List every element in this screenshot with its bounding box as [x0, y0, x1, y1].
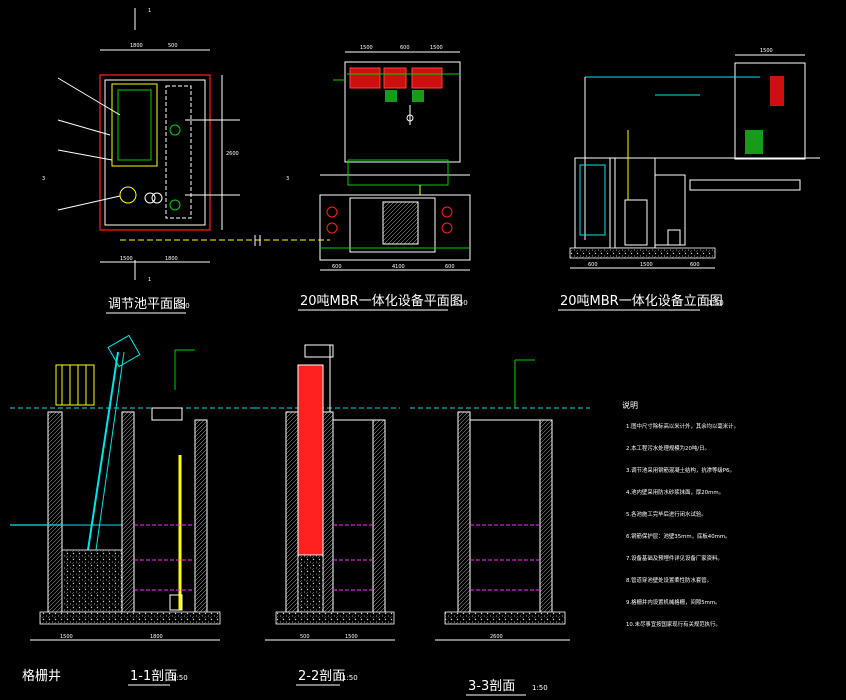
- note-line-8: 8.管道穿池壁处设置柔性防水套管。: [626, 576, 712, 584]
- plan-dim-right: 2600: [226, 151, 239, 157]
- sec22-dim-2: 1500: [345, 634, 358, 640]
- mbr-dim-top-1: 1500: [360, 45, 373, 51]
- section-mark-bottom: 1: [148, 277, 151, 283]
- elev-mbr-view: 1500 600 1500 600 20吨MBR一体化设备立面图 1:50: [558, 48, 820, 311]
- section-22-view: 500 1500 2-2剖面 1:50: [255, 344, 400, 686]
- plan-dim-top-1: 1800: [130, 43, 143, 49]
- plan-tank-view: 1 1 3 3 1800 500 2600 150: [42, 8, 330, 314]
- sec22-dim-1: 500: [300, 634, 310, 640]
- elev-mbr-scale: 1:50: [708, 299, 724, 307]
- plan-mbr-title: 20吨MBR一体化设备平面图: [300, 293, 463, 309]
- mbr-dim-bottom-3: 600: [445, 264, 455, 270]
- notes-block: 说明 1.图中尺寸除标高以米计外，其余均以毫米计。 2.本工程污水处理规模为20…: [622, 400, 739, 628]
- elev-dim-top: 1500: [760, 48, 773, 54]
- sec33-title: 3-3剖面: [468, 679, 515, 694]
- section-mark-left: 3: [42, 176, 45, 182]
- note-line-10: 10.未尽事宜按国家现行有关规范执行。: [626, 620, 721, 628]
- plan-tank-title: 调节池平面图: [108, 297, 186, 312]
- note-line-1: 1.图中尺寸除标高以米计外，其余均以毫米计。: [626, 422, 739, 430]
- elev-dim-bottom-1: 600: [588, 262, 598, 268]
- mbr-dim-bottom-1: 600: [332, 264, 342, 270]
- note-line-5: 5.各池施工完毕后进行闭水试验。: [626, 510, 707, 518]
- plan-tank-scale: 1:50: [174, 302, 190, 310]
- plan-dim-bottom-1: 1500: [120, 256, 133, 262]
- plan-dim-bottom-2: 1800: [165, 256, 178, 262]
- note-line-9: 9.格栅井内设置机械格栅，间隙5mm。: [626, 598, 721, 606]
- mbr-dim-top-3: 1500: [430, 45, 443, 51]
- plan-dim-top-2: 500: [168, 43, 178, 49]
- elev-dim-bottom-2: 1500: [640, 262, 653, 268]
- sec33-dim-1: 2600: [490, 634, 503, 640]
- sec11-title: 1-1剖面: [130, 669, 177, 684]
- grille-well-title: 格栅井: [22, 668, 61, 684]
- sec11-dim-1: 1500: [60, 634, 73, 640]
- sec11-scale: 1:50: [172, 674, 188, 682]
- sec22-scale: 1:50: [342, 674, 358, 682]
- section-33-view: 2600 3-3剖面 1:50: [410, 359, 590, 696]
- section-mark-right: 3: [286, 176, 289, 182]
- mbr-dim-bottom-2: 4100: [392, 264, 405, 270]
- sec33-scale: 1:50: [532, 684, 548, 692]
- note-line-3: 3.调节池采用钢筋混凝土结构，抗渗等级P6。: [626, 466, 735, 474]
- mbr-dim-top-2: 600: [400, 45, 410, 51]
- elev-dim-bottom-3: 600: [690, 262, 700, 268]
- plan-mbr-view: 1500 600 1500 600 4100 600 20吨MBR一体化设备平面…: [298, 45, 471, 311]
- sec11-dim-2: 1800: [150, 634, 163, 640]
- note-line-6: 6.钢筋保护层：池壁35mm，底板40mm。: [626, 532, 731, 540]
- notes-heading: 说明: [622, 400, 638, 410]
- elev-mbr-title: 20吨MBR一体化设备立面图: [560, 293, 723, 309]
- section-11-view: 1500 1800 格栅井 1-1剖面 1:50: [10, 334, 260, 686]
- plan-mbr-scale: 1:50: [452, 299, 468, 307]
- note-line-2: 2.本工程污水处理规模为20吨/日。: [626, 444, 710, 452]
- note-line-4: 4.池内壁采用防水砂浆抹面，厚20mm。: [626, 488, 724, 496]
- sec22-title: 2-2剖面: [298, 669, 345, 684]
- section-mark-top: 1: [148, 8, 151, 14]
- note-line-7: 7.设备基础及预埋件详见设备厂家资料。: [626, 554, 723, 562]
